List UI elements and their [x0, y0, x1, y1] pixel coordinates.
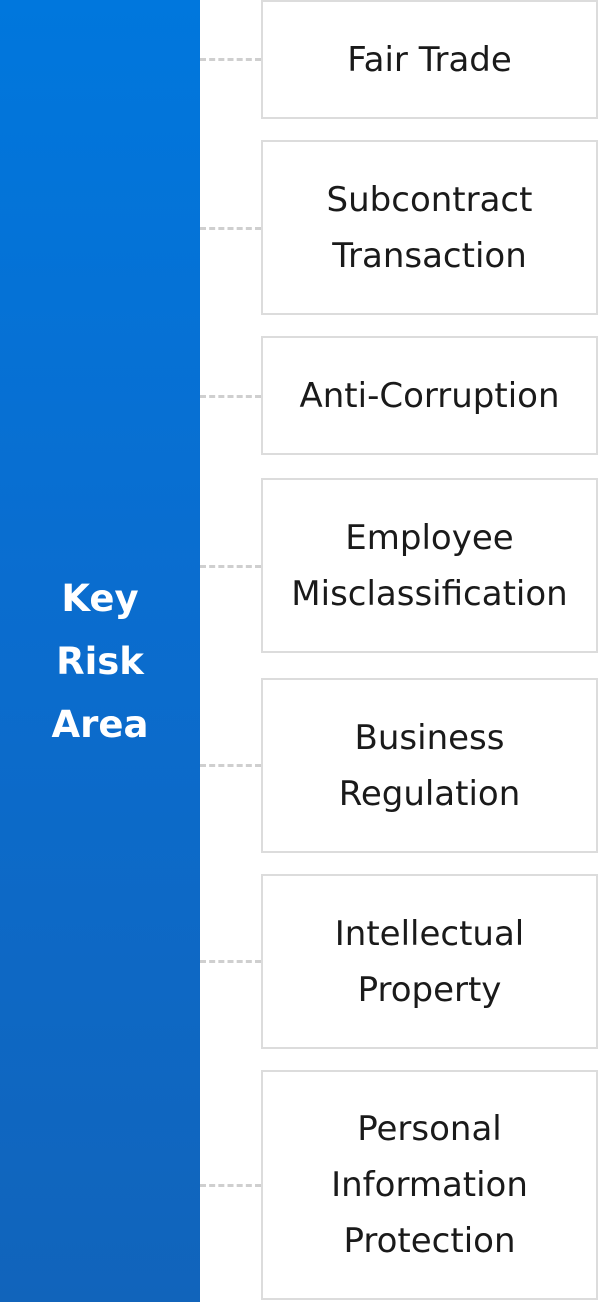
key-title-line: Key — [61, 576, 139, 620]
key-risk-area-panel: Key Risk Area — [0, 0, 200, 1302]
risk-label-line: Anti-Corruption — [299, 375, 560, 416]
risk-label-line: Protection — [343, 1221, 516, 1261]
risk-label-line: Subcontract — [326, 179, 533, 220]
connector-anti-corruption — [200, 395, 261, 398]
risk-label: Fair Trade — [347, 32, 512, 88]
connector-business-regulation — [200, 764, 261, 767]
key-title-line: Area — [51, 702, 149, 746]
risk-label: Business Regulation — [339, 710, 521, 822]
key-risk-area-title: Key Risk Area — [52, 567, 149, 756]
connector-subcontract-transaction — [200, 227, 261, 230]
risk-box-employee-misclassification: Employee Misclassification — [261, 478, 598, 653]
risk-box-anti-corruption: Anti-Corruption — [261, 336, 598, 455]
risk-label: Subcontract Transaction — [327, 172, 533, 284]
risk-label: Employee Misclassification — [291, 510, 567, 622]
risk-label-line: Intellectual — [334, 913, 525, 954]
risk-label-line: Misclassification — [291, 573, 568, 614]
connector-personal-information-protection — [200, 1184, 261, 1187]
risk-label-line: Transaction — [332, 235, 527, 276]
connector-fair-trade — [200, 58, 261, 61]
risk-label-line: Regulation — [338, 773, 521, 814]
risk-label: Anti-Corruption — [299, 368, 559, 424]
risk-label-line: Information — [331, 1165, 528, 1205]
risk-box-business-regulation: Business Regulation — [261, 678, 598, 853]
risk-box-personal-information-protection: Personal Information Protection — [261, 1070, 598, 1300]
risk-label: Personal Information Protection — [331, 1101, 528, 1269]
risk-label: Intellectual Property — [335, 906, 525, 1018]
risk-label-line: Personal — [357, 1109, 502, 1149]
key-title-line: Risk — [56, 639, 144, 683]
risk-box-intellectual-property: Intellectual Property — [261, 874, 598, 1049]
risk-label-line: Business — [354, 717, 505, 758]
risk-label-line: Fair Trade — [347, 39, 512, 80]
risk-box-fair-trade: Fair Trade — [261, 0, 598, 119]
risk-label-line: Employee — [345, 517, 514, 558]
risk-label-line: Property — [357, 969, 502, 1010]
connector-intellectual-property — [200, 960, 261, 963]
connector-employee-misclassification — [200, 565, 261, 568]
risk-box-subcontract-transaction: Subcontract Transaction — [261, 140, 598, 315]
